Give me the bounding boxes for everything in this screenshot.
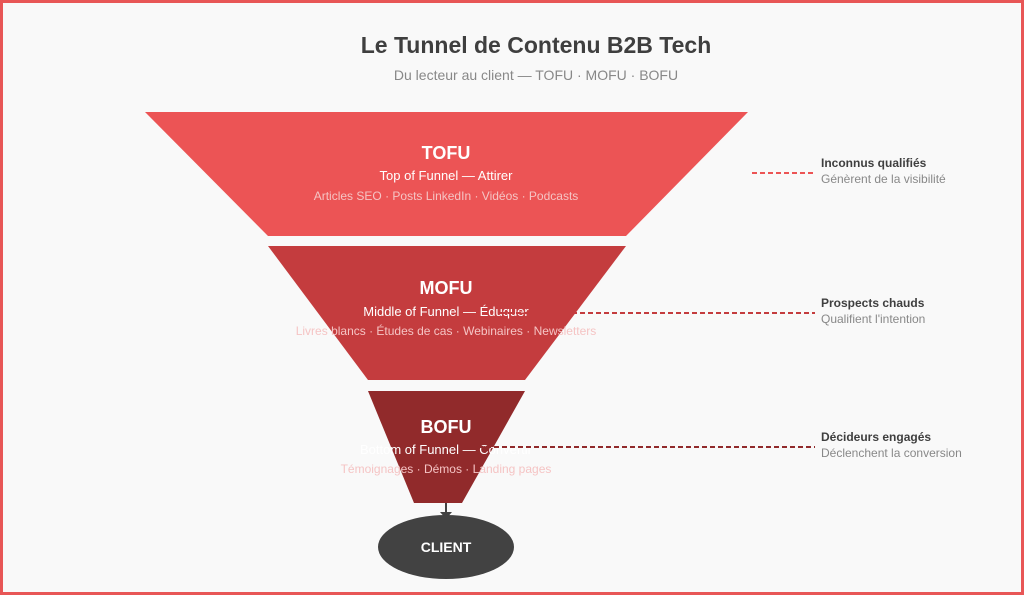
page-subtitle: Du lecteur au client — TOFU · MOFU · BOF…: [394, 67, 678, 83]
side-desc-mofu: Qualifient l'intention: [821, 312, 925, 326]
stage-items-mofu: Livres blancs · Études de cas · Webinair…: [296, 323, 597, 338]
side-title-mofu: Prospects chauds: [821, 296, 925, 310]
funnel-stage-mofu: [268, 246, 626, 380]
stage-name-bofu: BOFU: [421, 417, 472, 437]
client-label: CLIENT: [421, 539, 472, 555]
page-title: Le Tunnel de Contenu B2B Tech: [361, 32, 712, 58]
stage-name-tofu: TOFU: [422, 143, 471, 163]
funnel-stage-tofu: [145, 112, 748, 236]
stage-subtitle-bofu: Bottom of Funnel — Convertir: [360, 442, 533, 457]
funnel-stage-bofu: [368, 391, 525, 503]
side-desc-bofu: Déclenchent la conversion: [821, 446, 962, 460]
side-title-bofu: Décideurs engagés: [821, 430, 931, 444]
side-title-tofu: Inconnus qualifiés: [821, 156, 927, 170]
stage-name-mofu: MOFU: [420, 278, 473, 298]
stage-subtitle-tofu: Top of Funnel — Attirer: [380, 168, 514, 183]
client-node: [378, 515, 514, 579]
side-desc-tofu: Génèrent de la visibilité: [821, 172, 946, 186]
stage-items-bofu: Témoignages · Démos · Landing pages: [341, 462, 552, 476]
stage-subtitle-mofu: Middle of Funnel — Éduquer: [363, 304, 529, 319]
funnel-diagram: Le Tunnel de Contenu B2B Tech Du lecteur…: [145, 32, 962, 579]
stage-items-tofu: Articles SEO · Posts LinkedIn · Vidéos ·…: [314, 189, 579, 203]
